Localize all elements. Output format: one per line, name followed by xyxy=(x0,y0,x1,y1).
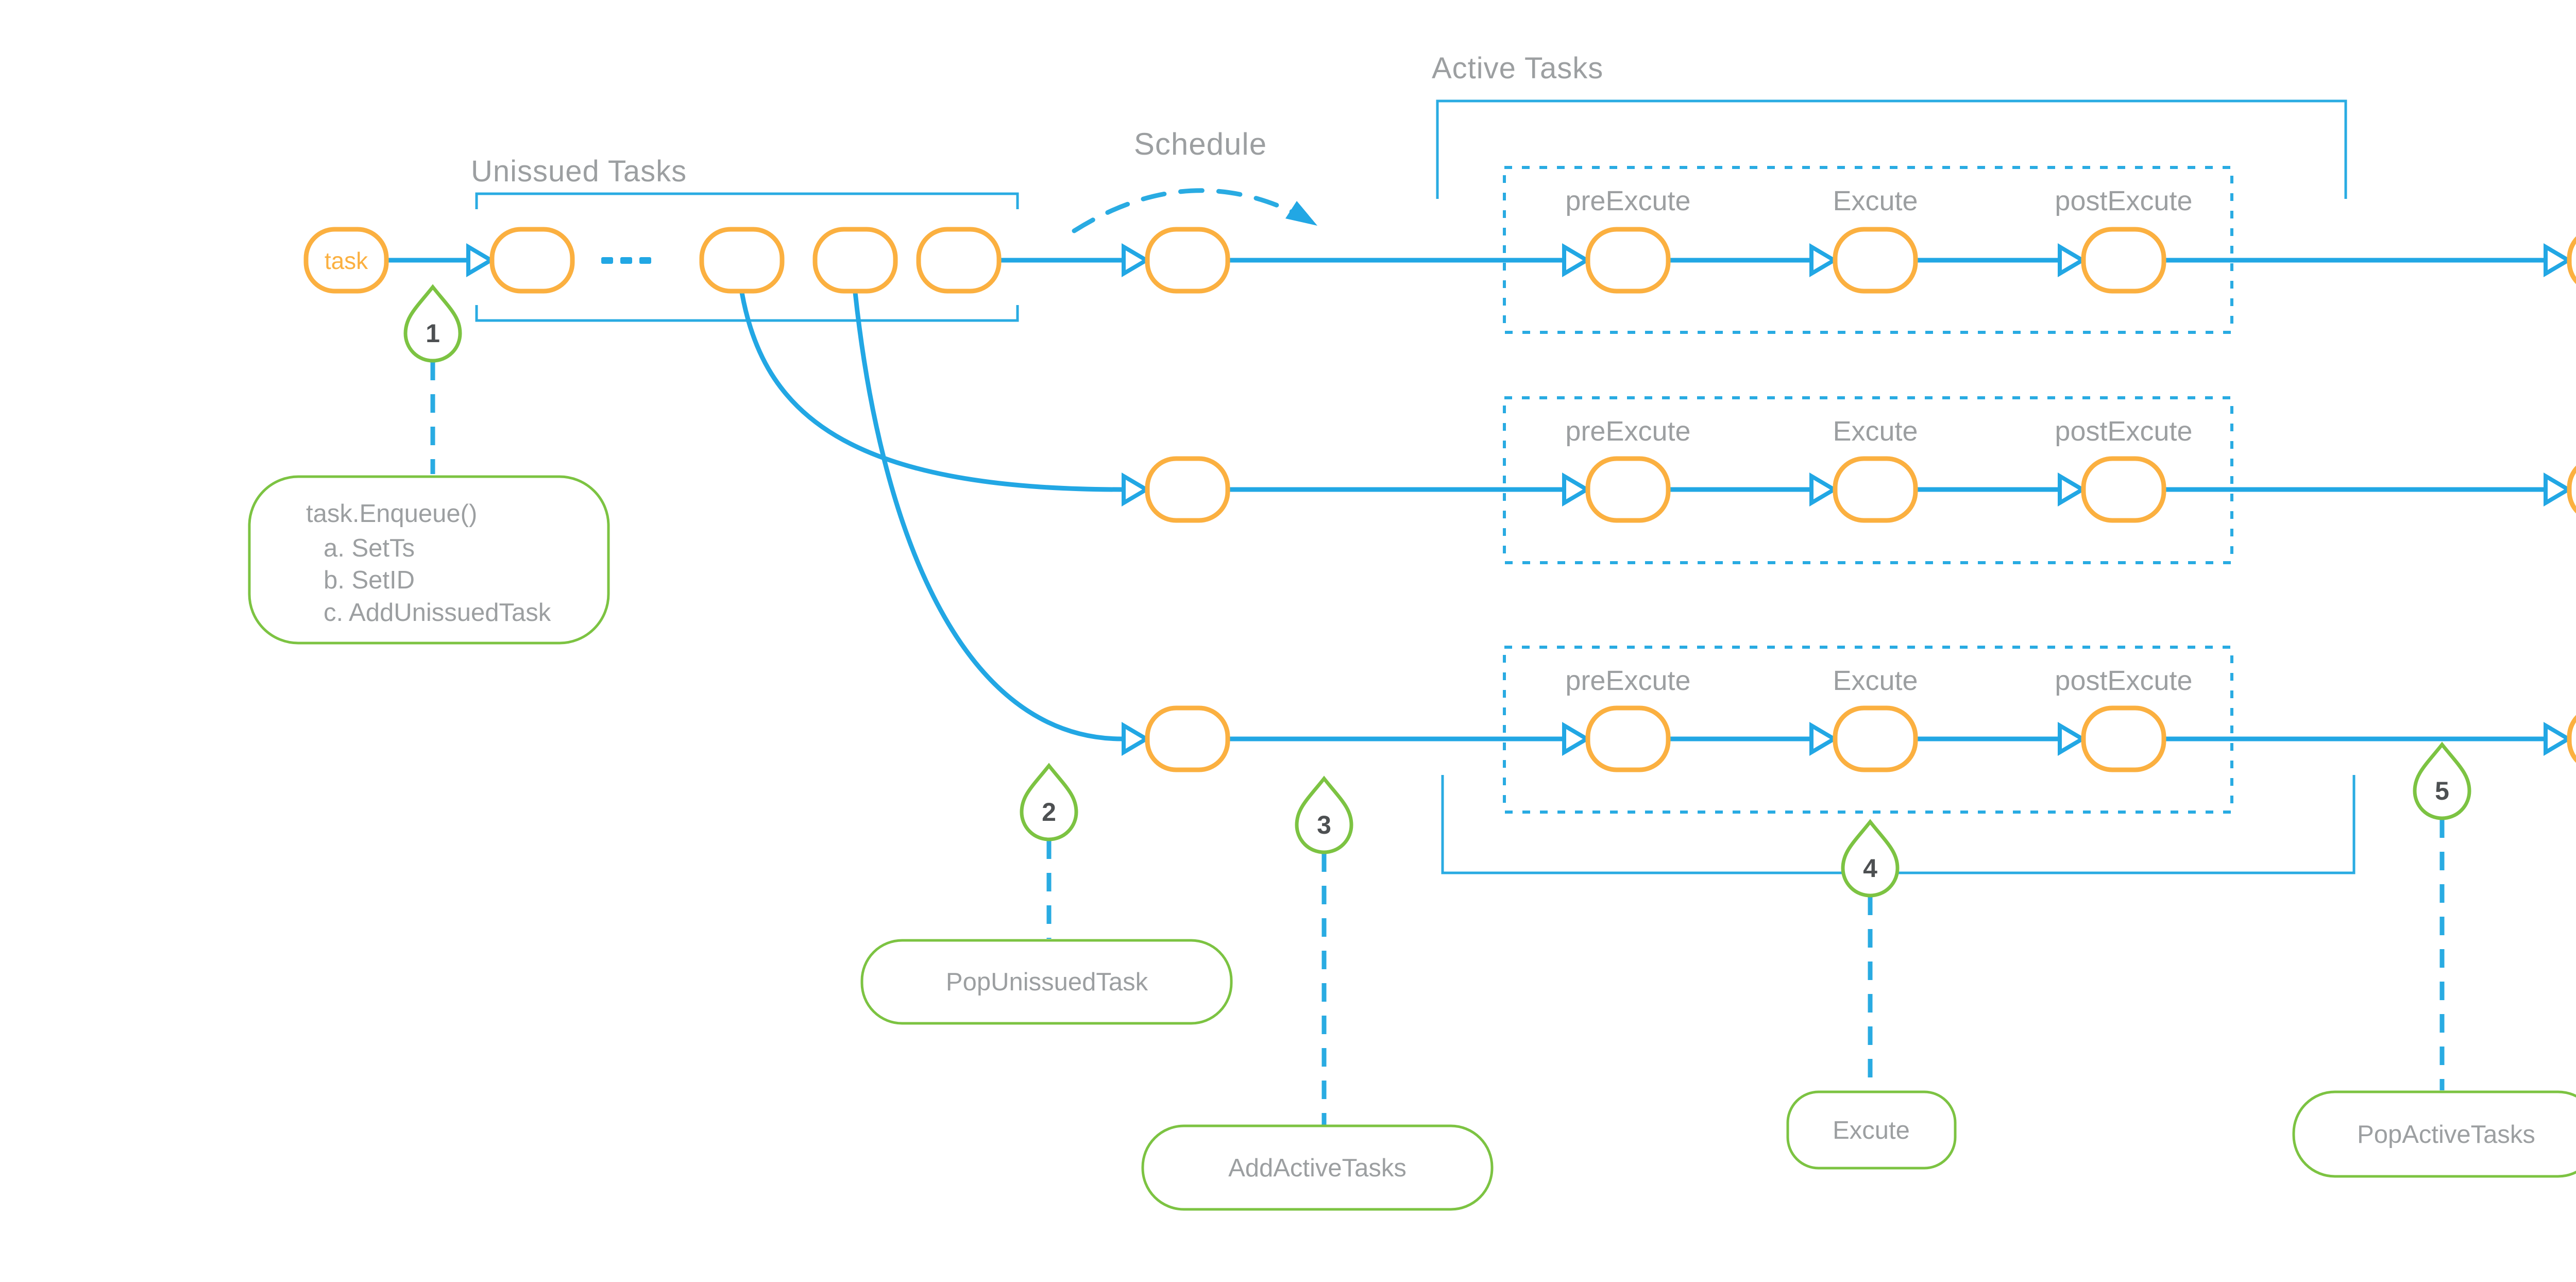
callout-add-active-tasks: AddActiveTasks xyxy=(1141,1124,1494,1211)
marker-number: 4 xyxy=(1863,854,1877,883)
callout-line: task.Enqueue() xyxy=(306,500,477,528)
stage-label-pre-row1: preExcute xyxy=(1565,185,1690,216)
marker-number: 3 xyxy=(1317,811,1331,839)
callout-text: Excute xyxy=(1833,1117,1910,1144)
active-tasks-bracket-bottom xyxy=(1441,775,2355,874)
marker-pin-5: 5 xyxy=(2413,741,2471,820)
stage-label-pre-row3: preExcute xyxy=(1565,665,1690,696)
marker-pin-2: 2 xyxy=(1020,763,1078,841)
queue-node-2 xyxy=(699,227,785,294)
scheduled-node-row1 xyxy=(1145,227,1230,294)
schedule-label: Schedule xyxy=(1134,127,1267,161)
pre-execute-node-row1 xyxy=(1585,227,1671,294)
callout-line: b. SetID xyxy=(324,566,415,594)
execute-node-row3 xyxy=(1833,705,1918,772)
flow-arrows-row3 xyxy=(1228,721,2572,756)
dispatch-curve-row3 xyxy=(853,292,1150,756)
callout-line: c. AddUnissuedTask xyxy=(324,599,551,627)
callout-pop-active-tasks: PopActiveTasks xyxy=(2292,1090,2576,1178)
nodes xyxy=(303,227,2576,772)
pre-execute-node-row2 xyxy=(1585,456,1671,523)
marker-number: 1 xyxy=(426,319,440,348)
stage-label-post-row1: postExcute xyxy=(2055,185,2192,216)
scheduled-node-row3 xyxy=(1145,705,1230,772)
ellipsis-dots-icon xyxy=(601,257,651,264)
task-node-label: task xyxy=(325,247,368,274)
pre-execute-node-row3 xyxy=(1585,705,1671,772)
callout-pop-unissued-task: PopUnissuedTask xyxy=(860,939,1233,1025)
stage-label-exec-row1: Excute xyxy=(1833,185,1918,216)
stage-label-exec-row2: Excute xyxy=(1833,416,1918,447)
execution-box-row2 xyxy=(1503,396,2233,564)
active-tasks-label: Active Tasks xyxy=(1432,52,1603,85)
post-execute-node-row1 xyxy=(2081,227,2166,294)
execute-node-row2 xyxy=(1833,456,1918,523)
post-execute-node-row3 xyxy=(2081,705,2166,772)
callout-text: PopUnissuedTask xyxy=(946,968,1148,996)
stage-label-pre-row2: preExcute xyxy=(1565,416,1690,447)
done-node-row2 xyxy=(2567,465,2576,514)
callout-task-enqueue: task.Enqueue() a. SetTs b. SetID c. AddU… xyxy=(248,475,610,645)
marker-pin-1: 1 xyxy=(403,284,462,363)
stage-label-exec-row3: Excute xyxy=(1833,665,1918,696)
queue-node-4 xyxy=(916,227,1002,294)
execute-node-row1 xyxy=(1833,227,1918,294)
queue-node-1 xyxy=(489,227,575,294)
unissued-tasks-bracket-top xyxy=(475,192,1019,209)
execution-box-row1 xyxy=(1503,166,2233,334)
callout-execute: Excute xyxy=(1786,1090,1957,1170)
queue-node-3 xyxy=(812,227,898,294)
marker-number: 2 xyxy=(1042,798,1056,826)
callout-text: AddActiveTasks xyxy=(1228,1154,1406,1182)
callout-text: PopActiveTasks xyxy=(2357,1121,2535,1149)
done-node-row1 xyxy=(2567,236,2576,284)
flow-arrows-row1 xyxy=(386,243,2572,278)
execution-box-row3 xyxy=(1503,646,2233,814)
active-tasks-bracket-top xyxy=(1436,99,2347,199)
schedule-arc xyxy=(1072,188,1317,233)
stage-label-post-row3: postExcute xyxy=(2055,665,2192,696)
flow-arrows-row2 xyxy=(1228,472,2572,507)
marker-pin-3: 3 xyxy=(1295,775,1353,854)
marker-pin-4: 4 xyxy=(1841,819,1900,898)
done-node-row3 xyxy=(2567,715,2576,763)
dispatch-curve-row2 xyxy=(739,292,1150,507)
callout-line: a. SetTs xyxy=(324,534,415,562)
unissued-tasks-label: Unissued Tasks xyxy=(471,155,687,188)
post-execute-node-row2 xyxy=(2081,456,2166,523)
task-node xyxy=(303,227,389,294)
stage-label-post-row2: postExcute xyxy=(2055,416,2192,447)
marker-number: 5 xyxy=(2435,777,2449,805)
scheduled-node-row2 xyxy=(1145,456,1230,523)
